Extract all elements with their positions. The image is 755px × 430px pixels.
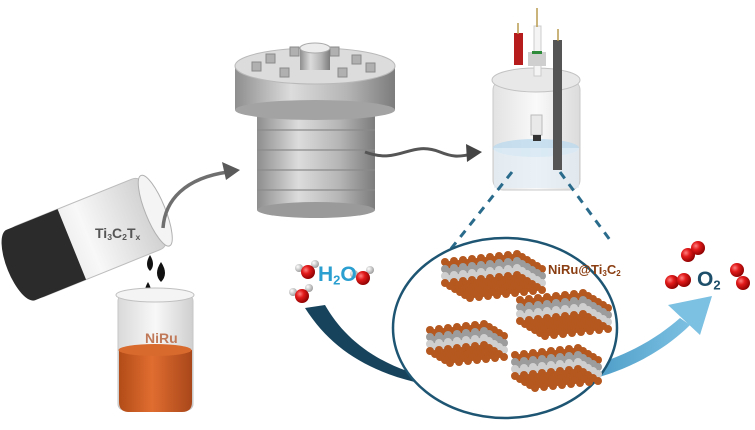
droplet: [147, 255, 153, 271]
metal-atom: [567, 380, 575, 388]
metal-atom: [585, 378, 593, 386]
process-arrow-2: [364, 144, 482, 162]
mxene-stack: [441, 250, 546, 302]
metal-atom: [455, 358, 463, 366]
metal-atom: [540, 383, 548, 391]
niru-beaker: [115, 287, 195, 412]
niru-solution: [119, 350, 192, 412]
oxygen-molecule: [730, 263, 750, 290]
oxygen-label: O2: [697, 268, 721, 293]
hydrogen-atom: [305, 284, 313, 292]
oxygen-atom: [730, 263, 744, 277]
metal-atom: [500, 353, 508, 361]
oxygen-atom: [356, 271, 370, 285]
metal-atom: [482, 355, 490, 363]
counter-electrode: [553, 40, 562, 170]
metal-atom: [446, 359, 454, 367]
metal-atom: [464, 357, 472, 365]
mxene-stack: [511, 344, 602, 392]
metal-atom: [502, 290, 510, 298]
metal-atom: [576, 379, 584, 387]
mxene-stack: [426, 320, 508, 367]
hydrogen-atom: [295, 264, 303, 272]
hydrogen-atom: [350, 270, 358, 278]
metal-atom: [549, 382, 557, 390]
metal-atom: [475, 293, 483, 301]
mxene-stack: [516, 289, 612, 340]
metal-atom: [559, 330, 567, 338]
process-arrow-1: [161, 162, 240, 229]
metal-atom: [484, 292, 492, 300]
droplet: [157, 262, 165, 282]
metal-atom: [595, 326, 603, 334]
metal-atom: [558, 381, 566, 389]
autoclave: [234, 42, 396, 218]
metal-atom: [550, 331, 558, 339]
niru-label: NiRu: [145, 330, 178, 346]
oxygen-atom: [301, 265, 315, 279]
water-molecule: [289, 284, 313, 303]
oxygen-atom: [677, 273, 691, 287]
composite-label: NiRu@Ti3C2: [548, 262, 621, 278]
metal-atom: [531, 384, 539, 392]
hydrogen-atom: [311, 260, 319, 268]
zoom-lines: [448, 171, 612, 251]
hydrogen-atom: [289, 288, 297, 296]
reference-electrode: [514, 33, 523, 65]
metal-atom: [466, 294, 474, 302]
metal-atom: [594, 377, 602, 385]
metal-atom: [473, 356, 481, 364]
oxygen-atom: [665, 275, 679, 289]
oxygen-molecules: [665, 241, 750, 290]
oxygen-atom: [736, 276, 750, 290]
mxene-stacks: [426, 250, 612, 392]
metal-atom: [604, 325, 612, 333]
oxygen-atom: [681, 248, 695, 262]
metal-atom: [491, 354, 499, 362]
metal-atom: [541, 332, 549, 340]
mxene-beaker: [1, 174, 173, 301]
metal-atom: [586, 327, 594, 335]
water-label: H2O: [318, 263, 357, 288]
water-molecules: [289, 260, 374, 303]
electrochemical-cell: [491, 8, 581, 191]
metal-atom: [520, 288, 528, 296]
metal-atom: [538, 286, 546, 294]
oxygen-molecule: [681, 241, 705, 262]
metal-atom: [529, 287, 537, 295]
metal-atom: [511, 289, 519, 297]
water-molecule: [295, 260, 319, 279]
oxygen-atom: [295, 289, 309, 303]
oxygen-atom: [691, 241, 705, 255]
metal-atom: [568, 329, 576, 337]
metal-atom: [493, 291, 501, 299]
mxene-solution: [1, 209, 87, 301]
water-molecule: [350, 266, 374, 285]
metal-atom: [577, 328, 585, 336]
mxene-label: Ti3C2Tx: [95, 225, 141, 243]
oxygen-molecule: [665, 273, 691, 289]
hydrogen-atom: [366, 266, 374, 274]
